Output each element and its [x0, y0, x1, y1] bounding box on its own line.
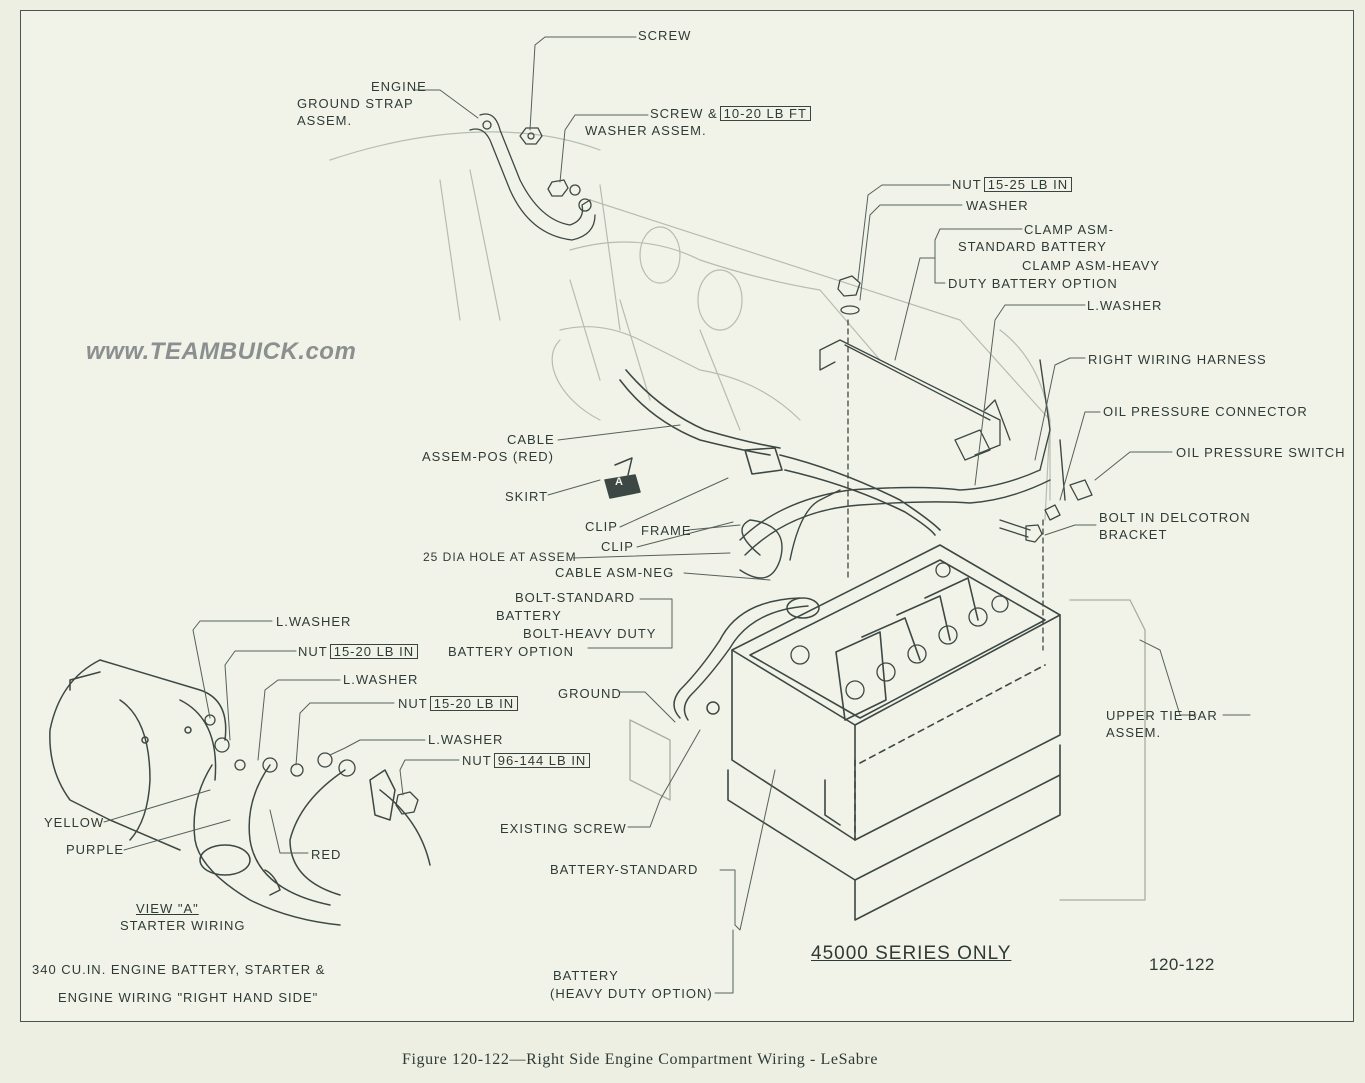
label-battery-hd-2: (HEAVY DUTY OPTION) — [550, 986, 713, 1001]
upper-tie-bar — [629, 599, 1146, 901]
label-washer: WASHER — [966, 198, 1029, 213]
label-starter-wiring: STARTER WIRING — [120, 918, 246, 933]
starter-wires — [193, 764, 431, 926]
label-bolt-std-1: BOLT-STANDARD — [515, 590, 636, 605]
label-upper-tie-2: ASSEM. — [1106, 725, 1162, 740]
view-a-tag: A — [615, 476, 624, 488]
label-engine-note-2: ENGINE WIRING "RIGHT HAND SIDE" — [58, 990, 319, 1005]
label-bolt-hd-2: BATTERY OPTION — [448, 644, 574, 659]
torque-box-nut-3: 96-144 LB IN — [493, 753, 591, 768]
label-clamp-std-2: STANDARD BATTERY — [958, 239, 1107, 254]
view-a-arrow — [604, 457, 641, 499]
negative-cable — [673, 597, 820, 721]
label-clip-2: CLIP — [601, 539, 634, 554]
delcotron-bolt — [999, 479, 1093, 543]
label-oil-switch: OIL PRESSURE SWITCH — [1176, 445, 1346, 460]
label-l-washer-1: L.WASHER — [276, 614, 352, 629]
series-only-note: 45000 SERIES ONLY — [811, 943, 1012, 964]
figure-caption: Figure 120-122—Right Side Engine Compart… — [402, 1051, 879, 1068]
label-purple: PURPLE — [66, 842, 125, 857]
label-battery-std: BATTERY-STANDARD — [550, 862, 699, 877]
label-l-washer-2: L.WASHER — [343, 672, 419, 687]
label-bolt-hd-1: BOLT-HEAVY DUTY — [523, 626, 657, 641]
torque-box-nut-1: 15-20 LB IN — [329, 644, 419, 659]
label-ground: GROUND — [558, 686, 622, 701]
figure-number: 120-122 — [1149, 955, 1215, 974]
label-l-washer-3: L.WASHER — [428, 732, 504, 747]
label-clip-1: CLIP — [585, 519, 618, 534]
label-cable-neg: CABLE ASM-NEG — [555, 565, 675, 580]
leader-lines — [103, 36, 1251, 994]
label-bolt-std-2: BATTERY — [496, 608, 562, 623]
diagram-frame — [20, 10, 1354, 1022]
screw-washer — [547, 179, 581, 197]
label-engine-ground-2: GROUND STRAP — [297, 96, 414, 111]
watermark: www.TEAMBUICK.com — [86, 338, 357, 365]
label-cable-pos-2: ASSEM-POS (RED) — [422, 449, 555, 464]
starter-nuts — [204, 714, 419, 815]
label-engine-ground-1: ENGINE — [371, 79, 427, 94]
label-screw-washer: SCREW &10-20 LB FT — [650, 105, 811, 122]
torque-box-screw: 10-20 LB FT — [719, 106, 811, 121]
label-oil-connector: OIL PRESSURE CONNECTOR — [1103, 404, 1308, 419]
label-clamp-hd-1: CLAMP ASM-HEAVY — [1022, 258, 1161, 273]
starter-motor — [49, 659, 251, 876]
label-existing-screw: EXISTING SCREW — [500, 821, 627, 836]
label-dia-hole: 25 DIA HOLE AT ASSEM — [423, 550, 577, 564]
label-battery-hd-1: BATTERY — [553, 968, 619, 983]
clamp-nut — [837, 275, 861, 315]
battery-caps — [790, 562, 1009, 700]
label-skirt: SKIRT — [505, 489, 549, 504]
wiring-harness — [739, 359, 1066, 579]
label-yellow: YELLOW — [44, 815, 105, 830]
label-bolt-delco-2: BRACKET — [1099, 527, 1168, 542]
label-bolt-delco-1: BOLT IN DELCOTRON — [1099, 510, 1251, 525]
label-clamp-std-1: CLAMP ASM- — [1024, 222, 1114, 237]
engine-block-outline — [329, 131, 1051, 521]
label-view-a: VIEW "A" — [136, 901, 199, 916]
label-frame: FRAME — [641, 523, 692, 538]
label-right-harness: RIGHT WIRING HARNESS — [1088, 352, 1267, 367]
label-screw: SCREW — [638, 28, 692, 43]
battery-body — [727, 544, 1061, 921]
label-screw-washer-2: WASHER ASSEM. — [585, 123, 707, 138]
label-l-washer-top: L.WASHER — [1087, 298, 1163, 313]
ground-strap — [469, 113, 596, 241]
screw-top — [519, 127, 543, 145]
torque-box-nut-2: 15-20 LB IN — [429, 696, 519, 711]
label-red: RED — [311, 847, 342, 862]
label-cable-pos-1: CABLE — [507, 432, 555, 447]
label-upper-tie-1: UPPER TIE BAR — [1106, 708, 1218, 723]
torque-box-nut-top: 15-25 LB IN — [983, 177, 1073, 192]
label-engine-ground-3: ASSEM. — [297, 113, 353, 128]
label-engine-note-1: 340 CU.IN. ENGINE BATTERY, STARTER & — [32, 962, 326, 977]
battery-clamp — [819, 339, 1011, 461]
label-clamp-hd-2: DUTY BATTERY OPTION — [948, 276, 1118, 291]
positive-cable — [619, 369, 941, 536]
